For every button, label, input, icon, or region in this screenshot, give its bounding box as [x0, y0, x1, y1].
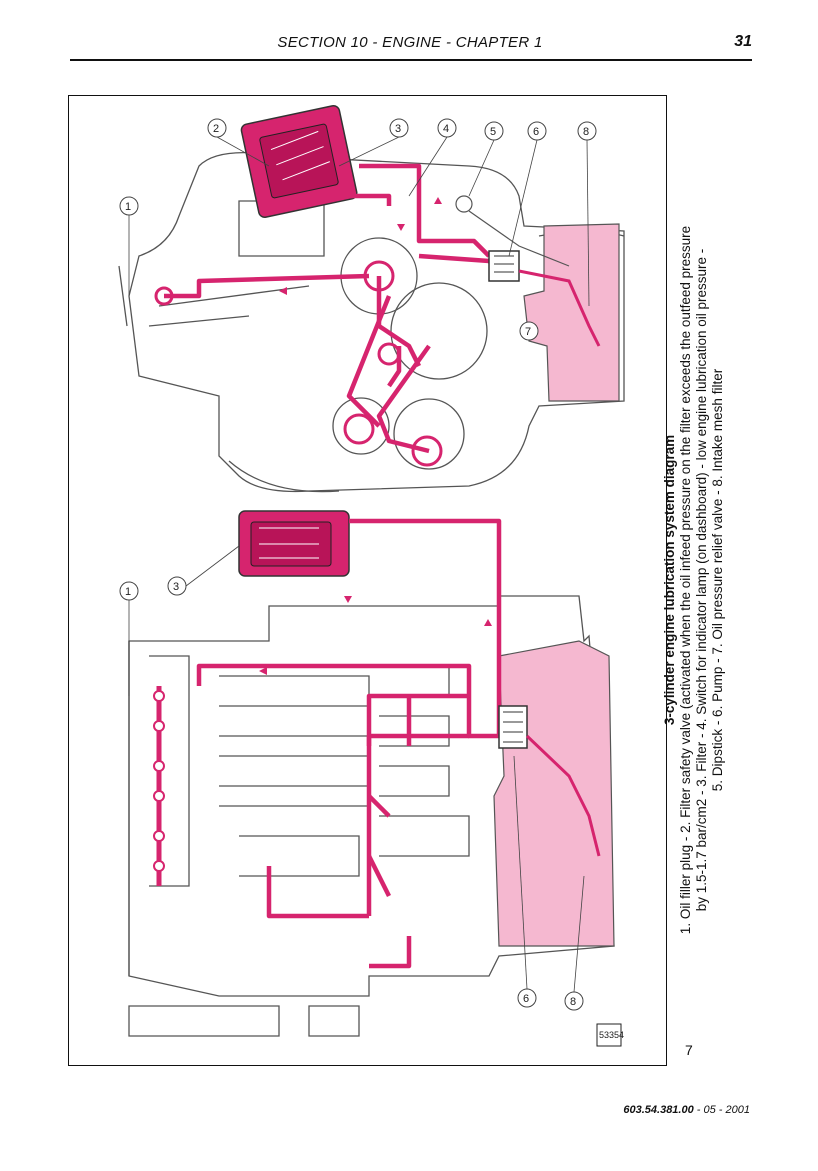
header-rule [70, 59, 752, 61]
filter-top [240, 104, 358, 218]
flow-arrows-front [279, 197, 442, 295]
footer-date: - 05 - 2001 [696, 1104, 750, 1116]
footer: 603.54.381.00 - 05 - 2001 [623, 1104, 750, 1116]
oil-lines-side [196, 518, 502, 969]
caption-line-1: 1. Oil filler plug - 2. Filter safety va… [678, 225, 693, 935]
lubrication-diagram-figure: 1 2 3 4 5 6 8 7 [68, 95, 667, 1066]
gears-front [154, 260, 443, 467]
pump-front [488, 250, 520, 282]
callout-markers-side [119, 576, 584, 1011]
pump-side [498, 705, 528, 749]
callout-leaders-front [128, 136, 590, 307]
callout-7: 7 [525, 326, 531, 338]
callout-1-front: 1 [125, 201, 131, 213]
callout-2: 2 [213, 123, 219, 135]
figure-stamp: 53354 [596, 1023, 624, 1047]
pickup-side [525, 734, 601, 857]
footer-code: 603.54.381.00 [623, 1104, 694, 1116]
callout-6-side: 6 [523, 993, 529, 1005]
oil-sump-front [523, 223, 620, 402]
lubrication-diagram: 1 2 3 4 5 6 8 7 [118, 104, 625, 1047]
callout-8-front: 8 [583, 126, 589, 138]
callout-8-side: 8 [570, 996, 576, 1008]
callout-4: 4 [443, 123, 449, 135]
caption-line-2: by 1.5-1.7 bar/cm2 - 3. Filter - 4. Swit… [694, 248, 709, 912]
filter-side [238, 510, 350, 577]
dipstick-front [455, 195, 570, 267]
flow-arrows-side [259, 596, 492, 675]
callout-3-side: 3 [173, 581, 179, 593]
oil-lines-front [164, 163, 501, 454]
callout-3-front: 3 [395, 123, 401, 135]
callout-markers-front [119, 118, 597, 341]
caption-title: 3-cylinder engine lubrication system dia… [662, 434, 677, 726]
section-header-title: SECTION 10 - ENGINE - CHAPTER 1 [277, 34, 543, 51]
rocker-bosses-side [153, 690, 165, 872]
oil-sump-side [493, 640, 615, 947]
caption-line-3: 5. Dipstick - 6. Pump - 7. Oil pressure … [710, 368, 725, 792]
callout-6-front: 6 [533, 126, 539, 138]
callout-leaders-side [128, 545, 585, 993]
figure-stamp-text: 53354 [599, 1030, 624, 1040]
callout-5: 5 [490, 126, 496, 138]
page-number: 31 [734, 33, 752, 50]
figure-number: 7 [685, 1042, 693, 1058]
pickup-front [518, 269, 601, 347]
callout-1-side: 1 [125, 586, 131, 598]
